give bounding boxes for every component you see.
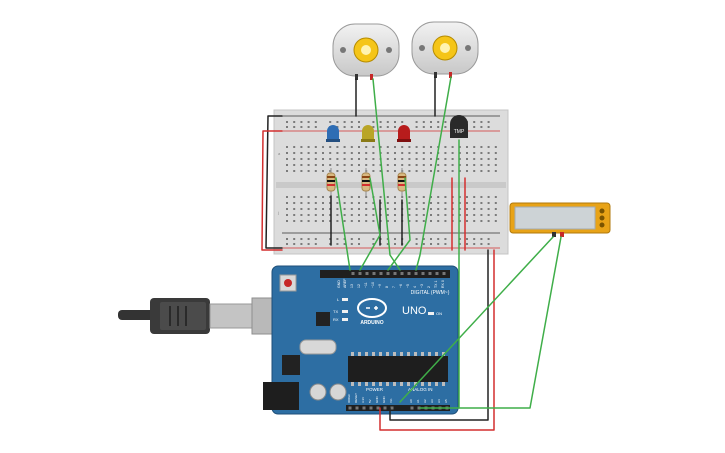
power-jack [263,382,299,410]
power-header-label: POWER [366,387,384,392]
rx-label: RX [333,317,339,322]
digital-pin-label: ~11 [364,282,368,288]
arduino-logo-icon [357,298,387,318]
breadboard-row-label: a [278,151,281,156]
digital-pin-label: 8 [385,286,389,288]
led-l-label: L [337,297,340,302]
analog-pin-label: A1 [416,399,420,403]
analog-pin-label: A5 [444,399,448,403]
wire-green[interactable] [415,76,452,271]
crystal-oscillator [299,339,337,355]
sensor-label: TMP [454,129,465,135]
digital-pin-label: TX 1 [434,281,438,288]
analog-pin-label: A2 [423,399,427,403]
power-pin-label: IOREF [347,394,351,403]
digital-pin-label: ~10 [371,282,375,288]
voltage-regulator [282,355,300,375]
digital-pin-label: RX 0 [441,280,445,288]
power-pin-label: RESET [354,393,358,403]
usb-cable [118,297,297,335]
analog-header-label: ANALOG IN [408,387,433,392]
power-pin-label: 3.3V [361,397,365,403]
digital-header-label: DIGITAL (PWM~) [411,290,450,296]
digital-pin-label: 12 [357,284,361,288]
power-pin-label: Vin [389,398,393,403]
wire-green[interactable] [399,236,554,403]
atmega-chip [348,356,448,382]
wire-black[interactable] [389,249,489,421]
temperature-sensor[interactable]: TMP [450,115,468,138]
board-model-label: UNO [402,305,427,317]
wires [261,76,562,431]
tx-label: TX [333,309,338,314]
on-label: ON [436,311,442,316]
digital-pin-label: ~6 [399,284,403,288]
analog-pin-label: A4 [437,399,441,403]
wire-green[interactable] [419,236,562,409]
led-blue[interactable] [326,125,340,142]
resistor-1[interactable] [326,168,336,196]
dc-motor-right[interactable] [411,21,479,78]
wire-black[interactable] [265,115,283,249]
digital-pin-label: 13 [350,284,354,288]
power-pin-label: 5V [368,399,372,403]
wire-green[interactable] [372,78,401,271]
resistor-3[interactable] [397,168,407,196]
dc-motor-left[interactable] [332,23,400,80]
digital-pin-label: ~3 [420,284,424,288]
breadboard-row-label: j [277,210,279,215]
gnd-label: GND [337,280,341,288]
digital-pin-label: ~5 [406,284,410,288]
breadboard: a j [273,109,509,255]
usb-chip [316,312,330,326]
digital-pin-label: 7 [392,286,396,288]
arduino-brand-label: ARDUINO [360,320,383,326]
power-pin-label: GND [382,396,386,404]
wire-green[interactable] [387,177,411,271]
analog-pin-label: A3 [430,399,434,403]
digital-pin-label: 2 [427,286,431,288]
resistor-2[interactable] [361,168,371,196]
wire-green[interactable] [359,177,381,271]
led-yellow[interactable] [361,125,375,142]
led-red[interactable] [397,125,411,142]
capacitor [329,383,347,401]
lcd-display[interactable] [509,202,611,237]
wire-green[interactable] [335,177,351,271]
aref-label: AREF [343,279,347,288]
wire-red[interactable] [379,249,495,431]
power-pin-label: GND [375,396,379,404]
digital-pin-label: 4 [413,286,417,288]
capacitor [309,383,327,401]
analog-pin-label: A0 [409,399,413,403]
digital-pin-label: ~9 [378,284,382,288]
wire-red[interactable] [261,130,283,251]
